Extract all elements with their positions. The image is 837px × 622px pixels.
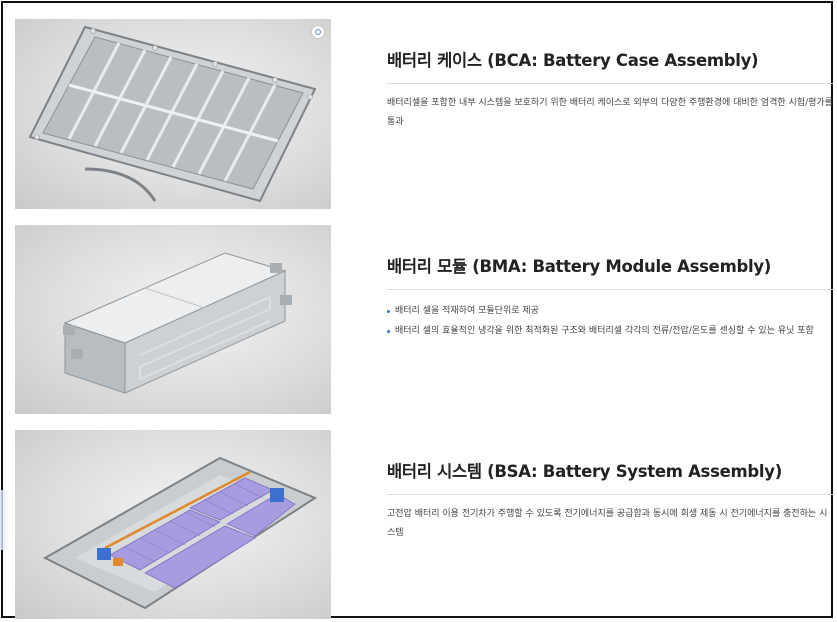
product-row-bma: 배터리 모듈 (BMA: Battery Module Assembly) 배터… [15, 225, 833, 414]
product-title: 배터리 케이스 (BCA: Battery Case Assembly) [387, 51, 759, 70]
battery-case-image [15, 19, 331, 209]
battery-system-drawing [42, 456, 318, 610]
product-row-bsa: 배터리 시스템 (BSA: Battery System Assembly) 고… [15, 430, 833, 619]
divider [387, 289, 833, 290]
battery-module-image [15, 225, 331, 414]
battery-case-drawing [28, 25, 317, 203]
product-description: 배터리셀을 포함한 내부 시스템을 보호하기 위한 배터리 케이스로 외부의 다… [387, 98, 833, 127]
zoom-icon[interactable] [311, 25, 325, 39]
product-title: 배터리 시스템 (BSA: Battery System Assembly) [387, 462, 782, 481]
divider [387, 83, 833, 84]
product-text-bsa: 배터리 시스템 (BSA: Battery System Assembly) 고… [387, 458, 833, 543]
battery-module-drawing [63, 252, 292, 394]
feature-item: 배터리 셀을 적재하여 모듈단위로 제공 [387, 301, 831, 321]
product-description: 고전압 배터리 이용 전기차가 주행할 수 있도록 전기에너지를 공급함과 동시… [387, 509, 828, 538]
product-row-bca: 배터리 케이스 (BCA: Battery Case Assembly) 배터리… [15, 19, 833, 209]
product-text-bca: 배터리 케이스 (BCA: Battery Case Assembly) 배터리… [387, 47, 833, 132]
edge-shadow [0, 490, 10, 550]
product-title: 배터리 모듈 (BMA: Battery Module Assembly) [387, 257, 772, 276]
feature-item: 배터리 셀의 효율적인 냉각을 위한 최적화된 구조와 배터리셀 각각의 전류/… [387, 321, 831, 341]
feature-list: 배터리 셀을 적재하여 모듈단위로 제공 배터리 셀의 효율적인 냉각을 위한 … [387, 301, 831, 341]
divider [387, 494, 833, 495]
product-text-bma: 배터리 모듈 (BMA: Battery Module Assembly) 배터… [387, 253, 833, 341]
battery-system-image [15, 430, 331, 619]
